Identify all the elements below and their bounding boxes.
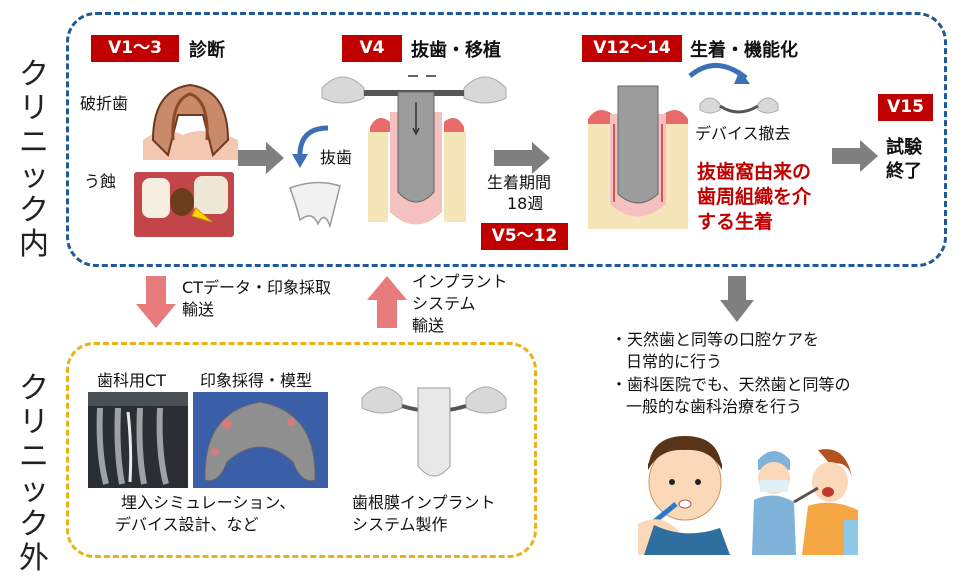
simulation-line2: デバイス設計、など — [115, 515, 259, 534]
caries-photo — [134, 172, 234, 237]
outcome-1-line1: ・天然歯と同等の口腔ケアを — [611, 330, 820, 349]
production-line2: システム製作 — [352, 515, 448, 534]
flow-arrow-1 — [238, 142, 284, 174]
up-transfer-line1: インプラント — [412, 272, 508, 291]
engrafted-implant-illustration — [588, 85, 688, 229]
end-title-line2: 終了 — [886, 161, 922, 182]
down-transfer-arrow — [136, 276, 176, 328]
extracted-tooth-illustration — [289, 181, 341, 229]
outcome-2-line2: 一般的な歯科治療を行う — [626, 397, 803, 416]
caries-label: う蝕 — [84, 172, 117, 191]
engraftment-weeks-label: 18週 — [507, 194, 544, 213]
implant-insertion-illustration — [321, 75, 507, 225]
dentist-treatment-illustration — [752, 449, 858, 555]
extraction-curve-arrow — [292, 125, 329, 168]
ligament-implant-system-illustration — [361, 386, 507, 477]
engraftment-highlight-line1: 抜歯窩由来の — [697, 161, 812, 183]
stage-title-diagnosis: 診断 — [189, 40, 225, 61]
outcome-1-line2: 日常的に行う — [626, 352, 723, 371]
clinic-outside-frame — [66, 342, 537, 558]
outcome-arrow — [720, 276, 754, 322]
up-transfer-line3: 輸送 — [412, 316, 445, 335]
device-removal-illustration — [688, 63, 779, 114]
fractured-tooth-illustration — [143, 83, 238, 160]
stage-title-extraction: 抜歯・移植 — [411, 40, 501, 61]
visit-tag-end: V15 — [878, 94, 933, 121]
extraction-label: 抜歯 — [320, 148, 353, 167]
ct-label: 歯科用CT — [97, 371, 166, 390]
region-label-outside: クリニック外 — [19, 371, 49, 576]
engraftment-highlight-line3: する生着 — [697, 211, 774, 233]
down-transfer-line1: CTデータ・印象採取 — [182, 278, 331, 297]
region-label-inside: クリニック内 — [19, 57, 49, 262]
stage-title-engraftment: 生着・機能化 — [690, 40, 798, 61]
production-line1: 歯根膜インプラント — [352, 493, 496, 512]
fractured-tooth-label: 破折歯 — [80, 94, 129, 113]
dental-model-photo — [193, 392, 328, 488]
visit-tag-diagnosis: V1～3 — [91, 35, 179, 62]
down-transfer-line2: 輸送 — [182, 300, 215, 319]
up-transfer-arrow — [367, 276, 407, 328]
ct-image — [88, 392, 188, 488]
outcome-2-line1: ・歯科医院でも、天然歯と同等の — [611, 375, 851, 394]
simulation-line1: 埋入シミュレーション、 — [121, 493, 296, 512]
engraftment-highlight-line2: 歯周組織を介 — [697, 186, 812, 208]
end-title-line1: 試験 — [886, 137, 922, 158]
visit-tag-waiting: V5～12 — [481, 223, 568, 250]
boy-brushing-teeth-illustration — [638, 436, 730, 555]
visit-tag-extraction: V4 — [342, 35, 402, 62]
impression-label: 印象採得・模型 — [200, 371, 313, 390]
clinic-inside-frame — [66, 12, 947, 267]
flow-arrow-2 — [494, 142, 550, 174]
device-removal-label: デバイス撤去 — [695, 124, 791, 143]
engraftment-period-label: 生着期間 — [487, 173, 552, 192]
flow-arrow-3 — [832, 140, 878, 172]
visit-tag-engraftment: V12～14 — [582, 35, 682, 62]
up-transfer-line2: システム — [412, 294, 476, 313]
